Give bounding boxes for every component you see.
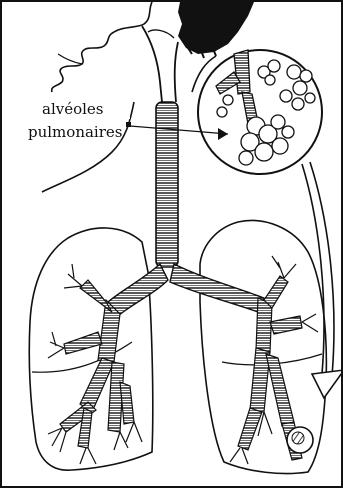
face-profile: [52, 2, 152, 92]
label-pointer-dot: [126, 122, 131, 127]
label-alveoles: alvéoles: [40, 100, 130, 119]
right-main-bronchus: [170, 264, 264, 312]
hair-shape: [178, 2, 254, 54]
trachea: [156, 102, 178, 267]
zoom-arrow-head: [312, 370, 341, 398]
left-main-bronchus: [108, 264, 168, 316]
zoom-arrow-curve: [302, 164, 324, 374]
label-pulmonaires: pulmonaires: [26, 123, 116, 142]
left-lung-outline: [29, 228, 153, 470]
